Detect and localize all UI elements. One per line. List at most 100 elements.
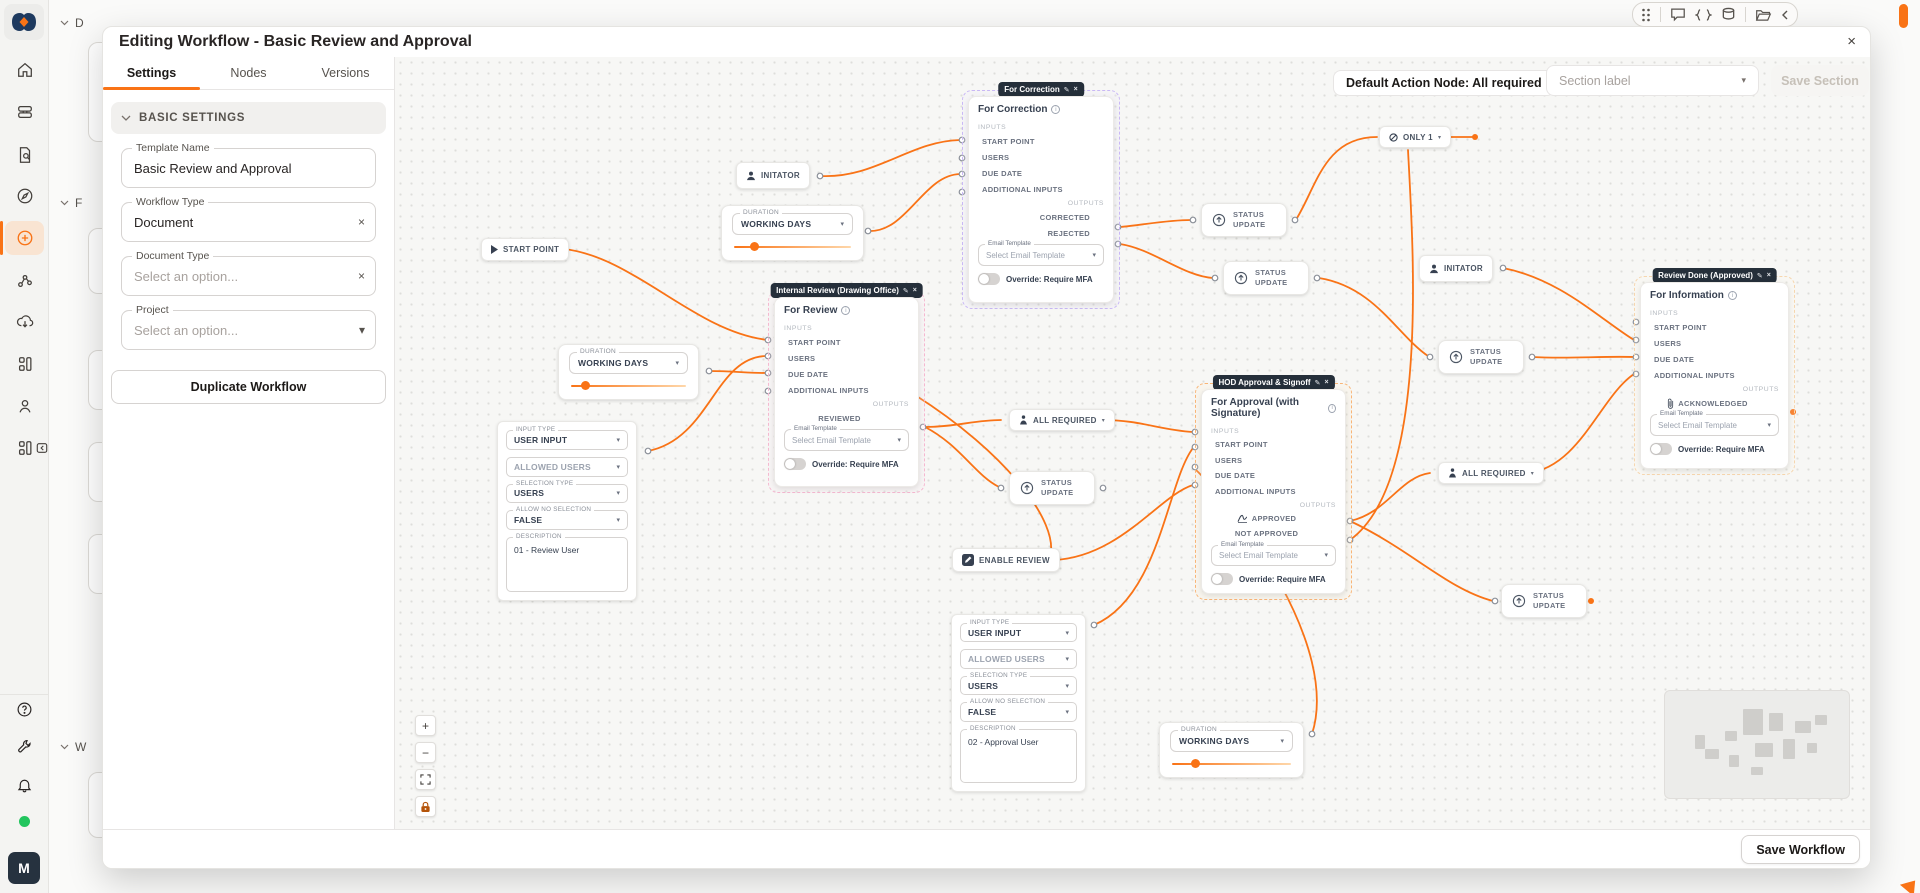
workflow-type-field[interactable]: Workflow Type Document × [121,196,376,242]
panel-collapse-icon[interactable] [30,431,54,465]
node-duration[interactable]: DURATION WORKING DAYS ▾ [1159,722,1304,778]
clear-icon[interactable]: × [357,269,365,283]
node-start-point[interactable]: START POINT [481,238,570,261]
node-only-one[interactable]: ONLY 1 ▾ [1379,126,1452,148]
lock-button[interactable] [415,796,436,817]
duplicate-workflow-button[interactable]: Duplicate Workflow [111,370,386,404]
description-field[interactable]: DESCRIPTION 01 - Review User [506,533,628,592]
remove-icon[interactable]: × [1073,86,1078,93]
allow-no-selection-select[interactable]: ALLOW NO SELECTION FALSE ▾ [960,698,1077,722]
sidebar-item-create[interactable] [0,221,49,255]
node-badge[interactable]: Internal Review (Drawing Office) ✎ × [770,283,923,298]
tab-nodes[interactable]: Nodes [230,66,267,80]
duration-slider[interactable] [1170,759,1293,768]
sidebar-item-home[interactable] [0,53,49,87]
allowed-users-select[interactable]: ALLOWED USERS ▾ [960,649,1077,669]
remove-icon[interactable]: × [1766,272,1771,279]
edit-icon[interactable]: ✎ [902,287,909,295]
save-section-button[interactable]: Save Section [1771,65,1869,96]
fit-view-button[interactable] [415,769,436,790]
zoom-in-button[interactable]: + [415,715,436,736]
email-template-select[interactable]: Email Template Select Email Template ▾ [784,425,909,451]
sidebar-item-tools[interactable] [0,729,49,763]
duration-slider[interactable] [732,242,853,251]
sidebar-item-stack[interactable] [0,95,49,129]
mfa-toggle[interactable] [978,273,1000,285]
node-initiator[interactable]: INITATOR [1419,255,1494,282]
bin-icon[interactable] [1721,7,1736,22]
remove-icon[interactable]: × [1324,379,1329,386]
edit-icon[interactable]: ✎ [1314,379,1321,387]
sidebar-item-cloud-download[interactable] [0,305,49,339]
slider-knob[interactable] [1190,759,1200,768]
app-logo[interactable] [4,4,44,40]
node-badge[interactable]: Review Done (Approved) ✎ × [1652,268,1777,283]
duration-select[interactable]: DURATION WORKING DAYS ▾ [1170,726,1293,752]
workflow-canvas[interactable]: Default Action Node: All required Sectio… [395,57,1870,831]
drag-handle-icon[interactable] [1641,8,1651,22]
input-type-select[interactable]: INPUT TYPE USER INPUT ▾ [960,619,1077,643]
chevron-left-icon[interactable] [1781,10,1789,20]
allow-no-selection-select[interactable]: ALLOW NO SELECTION FALSE ▾ [506,506,628,531]
sidebar-item-help[interactable] [0,692,49,726]
node-for-approval[interactable]: For Approval (with Signature)i INPUTS ST… [1201,389,1346,594]
zoom-out-button[interactable]: − [415,742,436,763]
selection-type-select[interactable]: SELECTION TYPE USERS ▾ [960,671,1077,696]
sidebar-item-boards[interactable] [0,431,49,465]
edit-icon[interactable]: ✎ [1063,86,1070,94]
save-workflow-button[interactable]: Save Workflow [1741,835,1860,864]
node-badge[interactable]: For Correction ✎ × [998,82,1084,97]
clear-icon[interactable]: × [357,215,365,229]
folder-open-icon[interactable] [1755,8,1772,22]
node-all-required[interactable]: ALL REQUIRED ▾ [1438,462,1545,484]
allowed-users-select[interactable]: ALLOWED USERS ▾ [506,456,628,477]
node-initiator[interactable]: INITATOR [736,162,811,189]
mfa-toggle[interactable] [784,458,806,470]
document-type-field[interactable]: Document Type Select an option... × [121,250,376,296]
user-input-panel[interactable]: INPUT TYPE USER INPUT ▾ ALLOWED USERS ▾ … [497,421,637,601]
comment-icon[interactable] [1670,7,1686,22]
sidebar-item-document-search[interactable] [0,138,49,172]
sidebar-item-workflows[interactable] [0,264,49,298]
edit-icon[interactable]: ✎ [1756,272,1763,280]
chevron-down-icon[interactable]: ▾ [358,323,365,337]
basic-settings-header[interactable]: BASIC SETTINGS [111,102,386,134]
tab-versions[interactable]: Versions [321,66,370,80]
input-type-select[interactable]: INPUT TYPE USER INPUT ▾ [506,426,628,450]
selection-type-select[interactable]: SELECTION TYPE USERS ▾ [506,479,628,504]
code-braces-icon[interactable] [1695,8,1712,22]
email-template-select[interactable]: Email Template Select Email Template ▾ [978,240,1104,266]
user-avatar[interactable]: M [8,852,40,884]
sidebar-item-components[interactable] [0,347,49,381]
slider-knob[interactable] [750,242,760,251]
sidebar-item-users[interactable] [0,389,49,423]
sidebar-item-explore[interactable] [0,179,49,213]
duration-select[interactable]: DURATION WORKING DAYS ▾ [569,348,688,374]
node-enable-review[interactable]: ENABLE REVIEW [952,548,1060,572]
tab-settings[interactable]: Settings [103,57,200,90]
close-icon[interactable]: × [1847,33,1856,50]
mfa-toggle[interactable] [1211,573,1233,586]
sidebar-item-notifications[interactable] [0,767,49,801]
slider-knob[interactable] [580,381,590,390]
duration-select[interactable]: DURATION WORKING DAYS ▾ [732,209,853,235]
minimap[interactable] [1664,690,1850,799]
mfa-toggle[interactable] [1650,443,1672,455]
duration-slider[interactable] [569,381,688,390]
node-duration[interactable]: DURATION WORKING DAYS ▾ [721,205,864,261]
section-label-select[interactable]: Section label ▾ [1546,65,1759,96]
project-field[interactable]: Project Select an option... ▾ [121,304,376,350]
email-template-select[interactable]: Email Template Select Email Template ▾ [1211,540,1336,567]
user-input-panel[interactable]: INPUT TYPE USER INPUT ▾ ALLOWED USERS ▾ … [951,614,1086,792]
remove-icon[interactable]: × [912,287,917,294]
template-name-field[interactable]: Template Name Basic Review and Approval [121,142,376,188]
description-field[interactable]: DESCRIPTION 02 - Approval User [960,724,1077,784]
email-template-select[interactable]: Email Template Select Email Template ▾ [1650,410,1779,436]
